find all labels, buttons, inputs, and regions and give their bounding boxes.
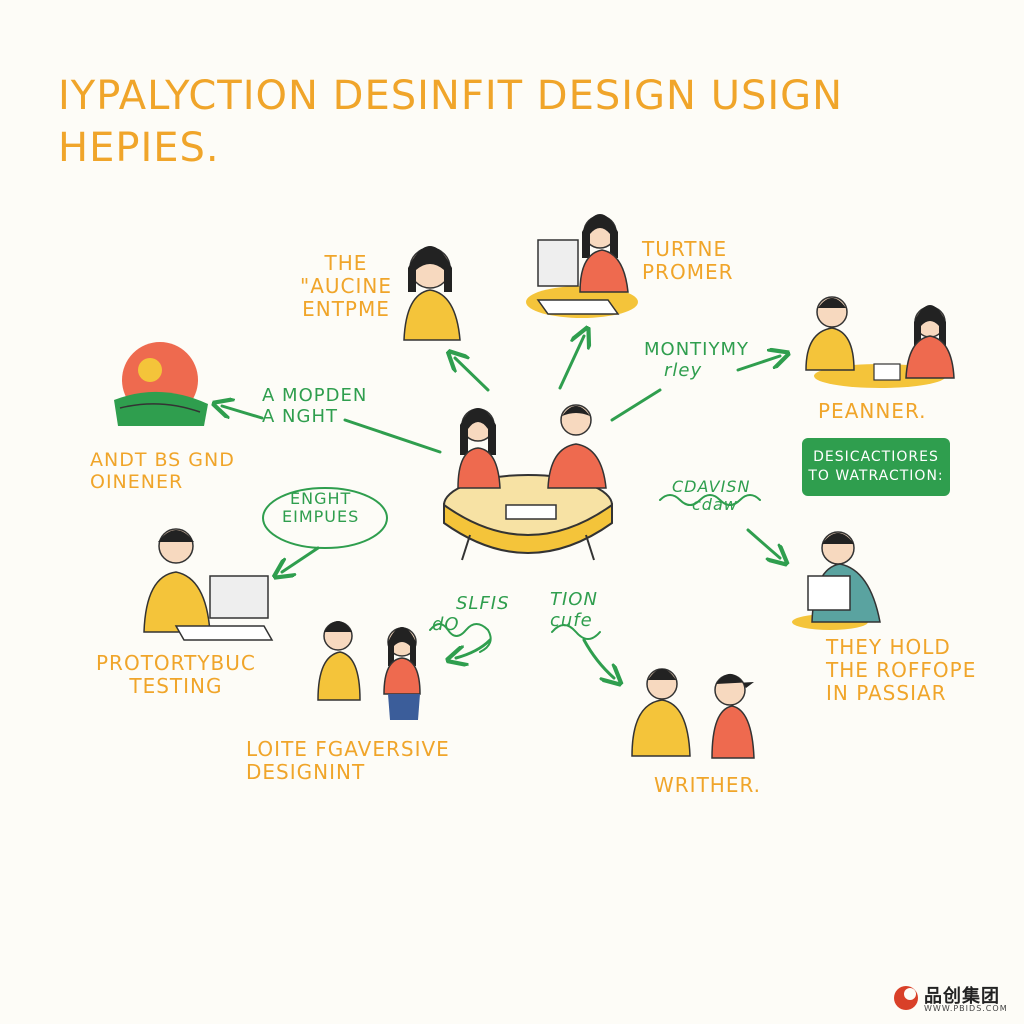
arrow-to-prototype [282, 546, 320, 572]
audience-character [403, 246, 461, 341]
prototype-character [143, 528, 274, 641]
badge-line-2: TO WATRACTION: [808, 468, 944, 484]
label-turtne: TURTNE PROMER [642, 237, 734, 284]
hold-character [792, 531, 881, 630]
slfis-squiggle [429, 623, 492, 653]
logo-url: WWW.PBIDS.COM [924, 1004, 1008, 1013]
penner-characters [805, 296, 955, 388]
enght-bubble [262, 487, 388, 549]
label-slfis: SLFIS dO [432, 593, 510, 635]
desicactiores-badge: DESICACTIORES TO WATRACTION: [802, 438, 950, 496]
laptop-character [526, 214, 638, 318]
arrow-to-pair [456, 638, 492, 658]
title-line-2: HEPIES. [58, 125, 220, 171]
arrow-to-sun [222, 406, 264, 420]
arrow-to-writher [582, 638, 614, 678]
label-writher: WRITHER. [654, 773, 762, 797]
title-line-1: IYPALYCTION DESINFIT DESIGN USIGN [58, 73, 844, 119]
page-title: IYPALYCTION DESINFIT DESIGN USIGN HEPIES… [58, 70, 843, 174]
arrow-to-penner [736, 356, 780, 372]
arrow-to-hold [746, 528, 780, 558]
arrow-to-modpden [343, 418, 442, 454]
label-audience: THE "AUCINE ENTPME [300, 251, 392, 321]
arrow-to-montiymy [610, 388, 662, 422]
brand-logo: 品创集团 WWW.PBIDS.COM [890, 982, 1014, 1016]
logo-mark [894, 986, 918, 1010]
label-loite: LOITE FGAVERSIVE DESIGNINT [246, 737, 450, 784]
conversation-characters [317, 621, 421, 720]
label-andt: ANDT BS GND OINENER [90, 449, 235, 493]
label-hold: THEY HOLD THE ROFFOPE IN PASSIAR [826, 635, 977, 705]
cdavisn-squiggle [659, 494, 761, 506]
arrow-to-turtne [558, 336, 584, 390]
label-cdavisn: CDAVISN cdaw [672, 477, 751, 515]
badge-line-1: DESICACTIORES [813, 449, 939, 466]
writher-characters [631, 668, 755, 759]
central-team-illustration [443, 404, 613, 561]
label-enght: ENGHT EIMPUES [282, 489, 360, 527]
label-montiymy: MONTIYMY rley [644, 339, 749, 381]
connector-arrows [222, 336, 780, 678]
label-penner: PEANNER. [818, 399, 927, 423]
arrow-to-audience [455, 358, 490, 392]
tion-squiggle [551, 624, 601, 640]
label-modpden: A MOPDEN A NGHT [262, 385, 368, 427]
sun-icon [114, 342, 208, 426]
logo-name: 品创集团 [924, 986, 1000, 1007]
label-tion: TION cufe [550, 589, 598, 631]
label-prototype: PROTORTYBUC TESTING [96, 651, 256, 698]
